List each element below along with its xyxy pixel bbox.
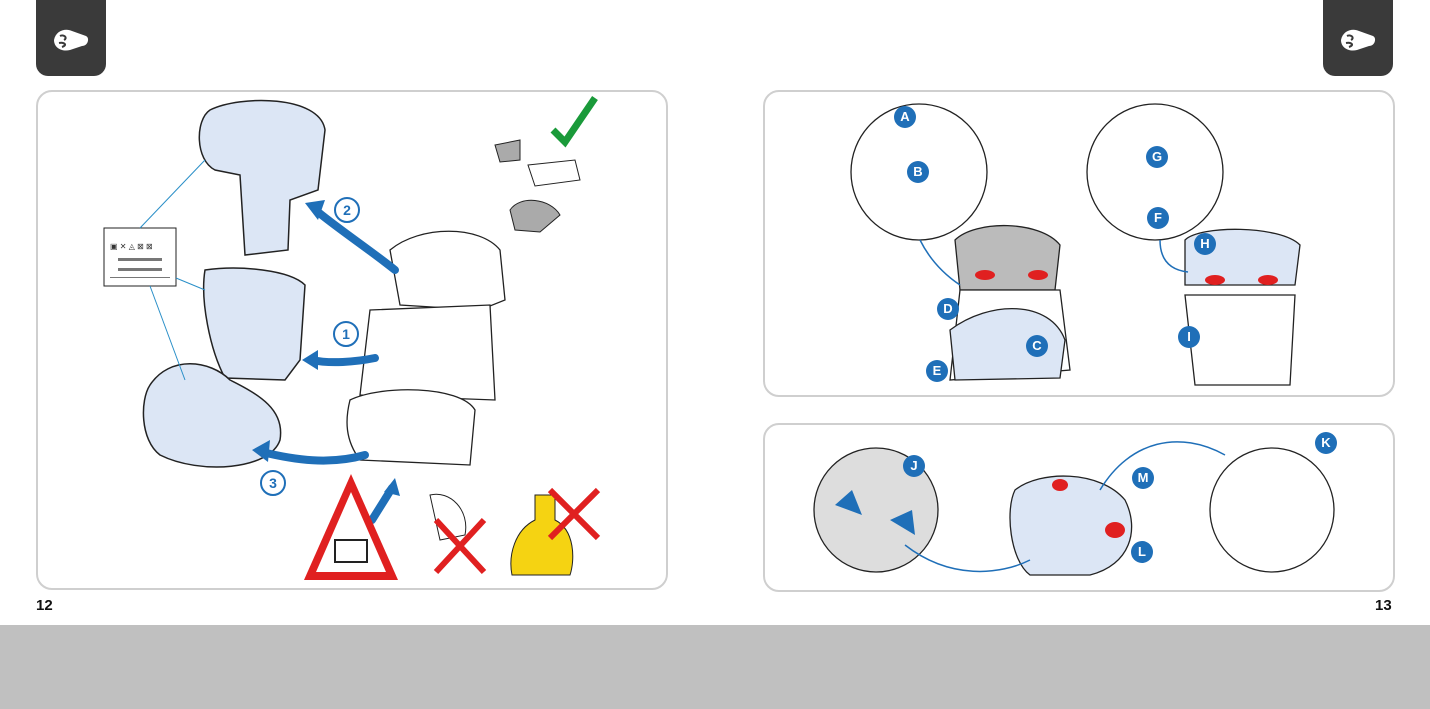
care-label-icon <box>103 227 177 287</box>
header-tab-right <box>1323 0 1393 76</box>
cross-icon <box>433 517 487 575</box>
footer-band <box>0 625 1430 709</box>
step-1-marker: 1 <box>333 321 359 347</box>
label-l: L <box>1131 541 1153 563</box>
step-2-marker: 2 <box>334 197 360 223</box>
svg-text:▣ ✕ ◬ ⊠ ⊠: ▣ ✕ ◬ ⊠ ⊠ <box>110 242 153 251</box>
headrest-cover <box>198 99 326 256</box>
cross-icon <box>547 487 601 541</box>
tap-icon <box>494 139 521 163</box>
solvent-icon <box>429 493 467 541</box>
soap-icon <box>527 159 581 187</box>
seat-cover <box>142 363 282 468</box>
label-f: F <box>1147 207 1169 229</box>
header-tab-left <box>36 0 106 76</box>
car-seat <box>346 230 506 466</box>
label-m: M <box>1132 467 1154 489</box>
hand-wash-icon <box>509 199 561 233</box>
hand-wash-icon <box>54 29 89 51</box>
backrest-cover <box>202 267 306 381</box>
label-i: I <box>1178 326 1200 348</box>
label-k: K <box>1315 432 1337 454</box>
page-number-right: 13 <box>1375 597 1392 614</box>
check-icon <box>550 96 598 148</box>
page-number-left: 12 <box>36 597 53 614</box>
label-d: D <box>937 298 959 320</box>
label-j: J <box>903 455 925 477</box>
label-g: G <box>1146 146 1168 168</box>
label-c: C <box>1026 335 1048 357</box>
label-b: B <box>907 161 929 183</box>
step-3-marker: 3 <box>260 470 286 496</box>
label-h: H <box>1194 233 1216 255</box>
label-a: A <box>894 106 916 128</box>
label-e: E <box>926 360 948 382</box>
hand-wash-icon <box>1341 29 1376 51</box>
